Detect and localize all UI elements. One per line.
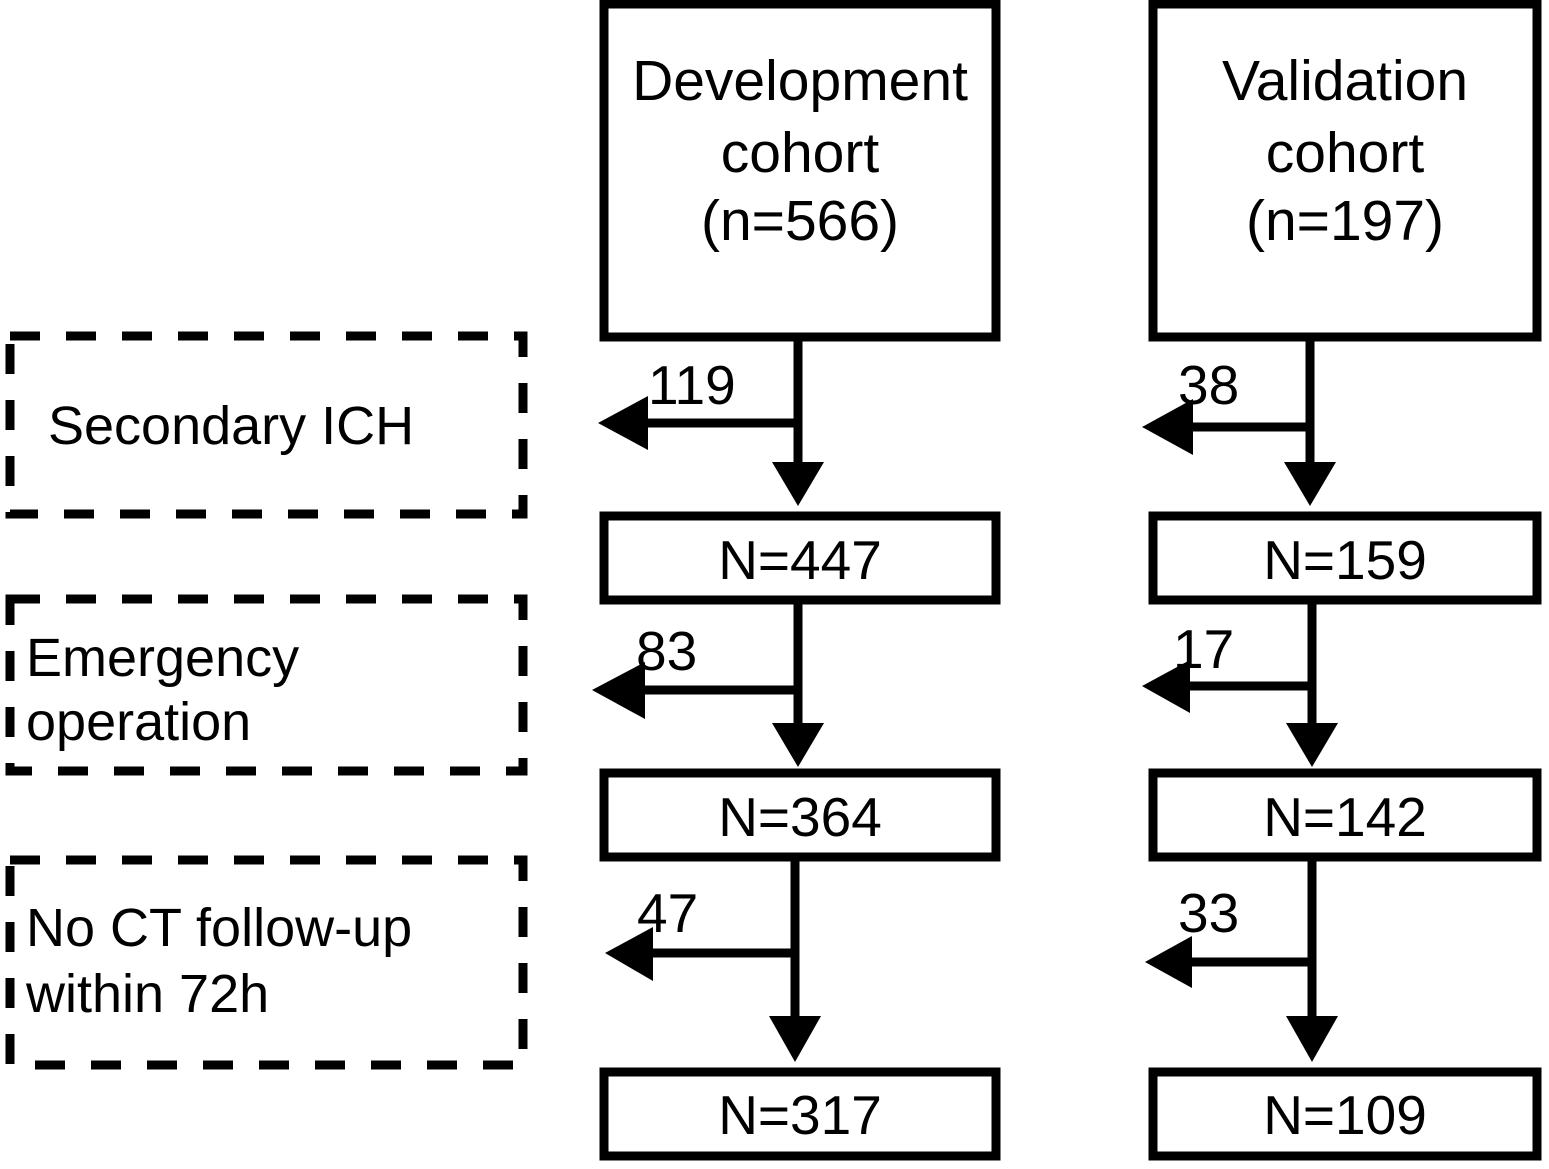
development-node-1-outline xyxy=(599,511,1001,605)
validation-node-2-label: N=142 xyxy=(1263,786,1427,848)
development-node-3: N=317 xyxy=(599,1067,1001,1161)
validation-node-3-label: N=109 xyxy=(1263,1084,1427,1146)
development-excluded-count-1: 119 xyxy=(648,354,736,416)
validation-left-arrowhead-1 xyxy=(1142,399,1193,455)
development-cohort-title-line1: Development xyxy=(632,49,968,113)
validation-excluded-count-3: 33 xyxy=(1178,882,1239,944)
development-cohort-title-line3: (n=566) xyxy=(701,189,899,253)
development-cohort-column: Development cohort (n=566) 119 N=447 xyxy=(592,0,1001,1161)
validation-cohort-box-outline xyxy=(1148,0,1542,342)
validation-node-3: N=109 xyxy=(1148,1067,1542,1161)
criteria-box-emergency-operation: Emergency operation xyxy=(5,594,528,776)
criteria-box-3-outline xyxy=(5,855,528,1070)
development-node-2-outline xyxy=(599,768,1001,862)
validation-cohort-box: Validation cohort (n=197) xyxy=(1148,0,1542,342)
criteria-label-1: Secondary ICH xyxy=(48,396,414,456)
development-step-2-connectors: 83 xyxy=(592,600,824,767)
development-cohort-title-line2: cohort xyxy=(721,121,880,185)
validation-cohort-title-line2: cohort xyxy=(1266,121,1425,185)
criteria-label-3-line1: No CT follow-up xyxy=(26,898,412,958)
development-node-2-label: N=364 xyxy=(718,786,882,848)
validation-step-1-connectors: 38 xyxy=(1142,337,1336,506)
development-left-arrowhead-1 xyxy=(598,396,648,450)
validation-cohort-title-line3: (n=197) xyxy=(1246,189,1444,253)
validation-node-1: N=159 xyxy=(1148,511,1542,605)
criteria-box-1-outline xyxy=(5,331,528,519)
validation-excluded-count-1: 38 xyxy=(1178,354,1239,416)
development-node-2: N=364 xyxy=(599,768,1001,862)
development-excluded-count-2: 83 xyxy=(636,620,697,682)
validation-node-1-label: N=159 xyxy=(1263,529,1427,591)
development-cohort-box: Development cohort (n=566) xyxy=(599,0,1001,342)
development-down-arrowhead-1 xyxy=(772,462,824,506)
development-node-3-label: N=317 xyxy=(718,1084,882,1146)
development-down-arrowhead-2 xyxy=(772,723,824,767)
validation-down-arrowhead-1 xyxy=(1284,462,1336,506)
development-down-arrowhead-3 xyxy=(769,1016,821,1062)
development-node-1: N=447 xyxy=(599,511,1001,605)
validation-step-3-connectors: 33 xyxy=(1145,857,1338,1062)
validation-node-2-outline xyxy=(1148,768,1542,862)
development-step-1-connectors: 119 xyxy=(598,337,824,506)
development-left-arrowhead-3 xyxy=(605,927,653,981)
validation-excluded-count-2: 17 xyxy=(1173,618,1234,680)
validation-left-arrowhead-2 xyxy=(1142,660,1190,713)
validation-step-2-connectors: 17 xyxy=(1142,600,1338,767)
validation-cohort-title-line1: Validation xyxy=(1222,49,1468,113)
validation-left-arrowhead-3 xyxy=(1145,936,1192,988)
exclusion-criteria-group: Secondary ICH Emergency operation No CT … xyxy=(5,331,528,1070)
validation-node-1-outline xyxy=(1148,511,1542,605)
validation-node-3-outline xyxy=(1148,1067,1542,1161)
validation-node-2: N=142 xyxy=(1148,768,1542,862)
development-excluded-count-3: 47 xyxy=(637,882,698,944)
development-node-3-outline xyxy=(599,1067,1001,1161)
validation-down-arrowhead-3 xyxy=(1286,1016,1338,1062)
validation-cohort-column: Validation cohort (n=197) 38 N=159 xyxy=(1142,0,1542,1161)
criteria-label-2-line2: operation xyxy=(26,692,251,752)
development-left-arrowhead-2 xyxy=(592,662,645,719)
development-step-3-connectors: 47 xyxy=(605,857,821,1062)
criteria-box-secondary-ich: Secondary ICH xyxy=(5,331,528,519)
development-node-1-label: N=447 xyxy=(718,529,882,591)
criteria-label-2-line1: Emergency xyxy=(26,628,299,688)
criteria-box-no-ct-followup: No CT follow-up within 72h xyxy=(5,855,528,1070)
criteria-label-3-line2: within 72h xyxy=(25,964,269,1024)
validation-down-arrowhead-2 xyxy=(1286,723,1338,767)
